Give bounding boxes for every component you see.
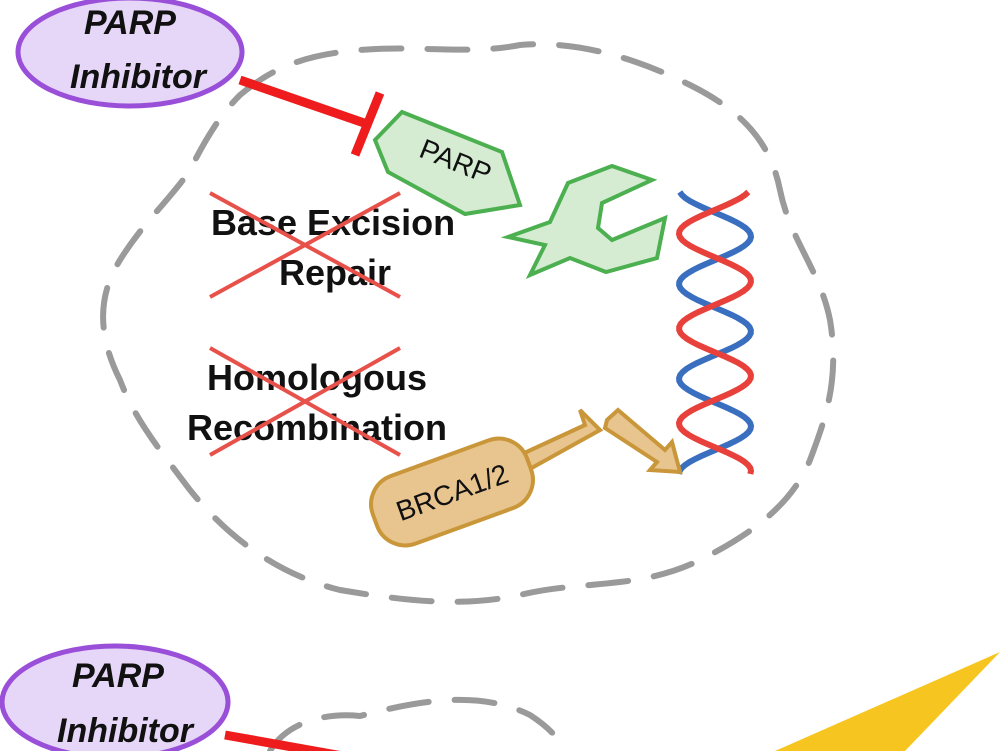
parp-protein — [372, 109, 523, 217]
inhibition-bar — [350, 91, 385, 157]
inhibitor-label-1: PARP — [84, 4, 176, 42]
cell-boundary-bottom — [267, 696, 568, 751]
cell-boundary — [100, 41, 837, 605]
brca-tail — [517, 408, 604, 473]
ber-label-1: Base Excision — [211, 202, 455, 243]
repair-arrow-icon — [602, 407, 683, 475]
wrench-icon — [500, 163, 668, 279]
lightning-bolt-shape — [775, 652, 1000, 751]
hr-label-2: Recombination — [187, 407, 447, 448]
ber-label-2: Repair — [279, 252, 391, 293]
brca-protein: BRCA1/2 — [369, 436, 535, 548]
dna-strand-blue — [676, 190, 755, 475]
inhibitor-label-2: Inhibitor — [70, 58, 208, 96]
hr-label-1: Homologous — [207, 357, 427, 398]
hr-blocked-cross-icon — [209, 346, 401, 457]
inhibitor-label-bottom-2: Inhibitor — [57, 712, 195, 750]
inhibitor-label-bottom-1: PARP — [72, 657, 164, 695]
parp-inhibitor-node — [15, 0, 245, 109]
ber-blocked-cross-icon — [209, 191, 401, 299]
inhibition-line-bottom — [224, 730, 341, 751]
dna-strand-red — [675, 189, 755, 475]
parp-inhibitor-node-bottom — [0, 643, 231, 751]
inhibition-line — [238, 75, 369, 129]
